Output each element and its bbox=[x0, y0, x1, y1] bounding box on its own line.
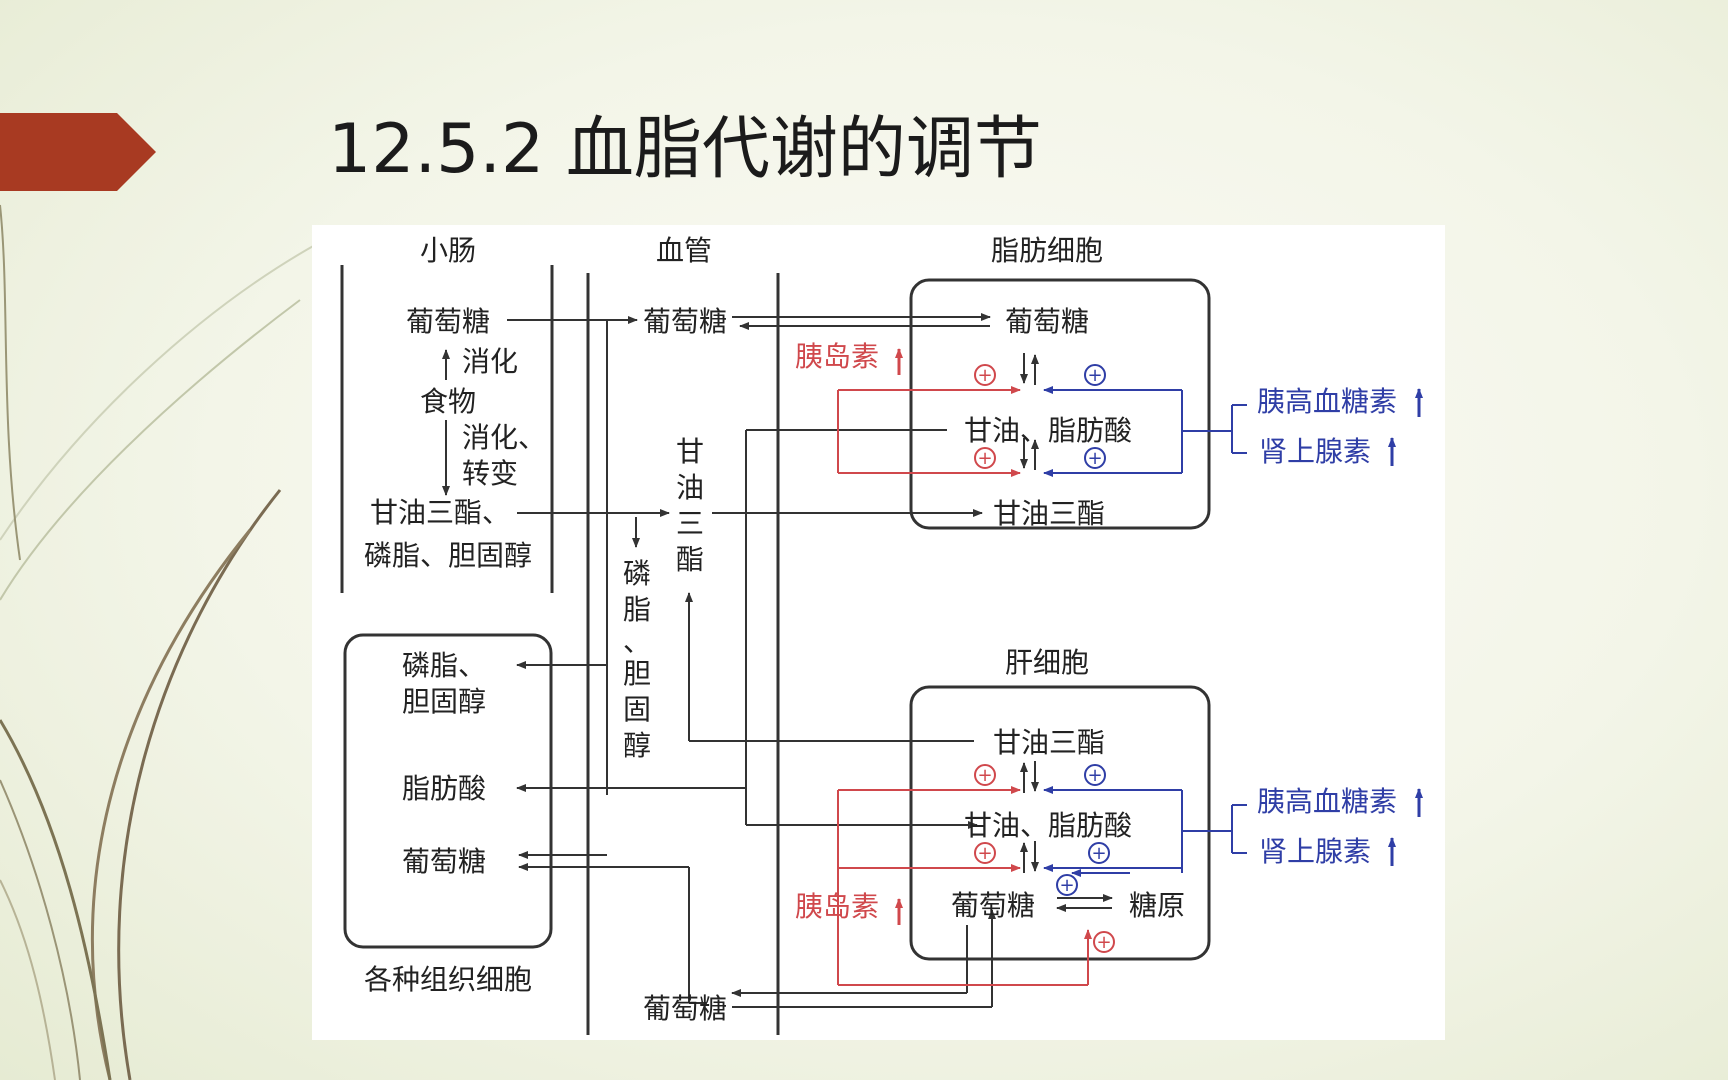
header-blood-vessel: 血管 bbox=[656, 234, 712, 267]
liver-insulin: 胰岛素 bbox=[795, 890, 879, 923]
vessel-pl-char-3: 、 bbox=[623, 625, 651, 658]
header-adipocyte: 脂肪细胞 bbox=[991, 234, 1103, 267]
plus-sign: + bbox=[1096, 932, 1111, 953]
vessel-pl-char-1: 磷 bbox=[623, 557, 651, 590]
adrenaline-label-bottom: 肾上腺素 bbox=[1259, 835, 1371, 868]
adipocyte-glucose: 葡萄糖 bbox=[1005, 305, 1089, 338]
intestine-transform-label: 转变 bbox=[462, 457, 518, 490]
adipocyte-box bbox=[909, 278, 1211, 530]
plus-sign: + bbox=[977, 448, 992, 469]
diagram-canvas: + + + + + + + + + + 小肠 血管 脂肪细胞 肝细胞 各种组织细… bbox=[340, 234, 1423, 1035]
plus-sign: + bbox=[1087, 765, 1102, 786]
intestine-digestion-label-2: 消化、 bbox=[462, 421, 546, 454]
plus-sign: + bbox=[1091, 843, 1106, 864]
plus-sign-labels: + + + + + + + + + + bbox=[977, 365, 1111, 953]
increase-arrows bbox=[895, 348, 1423, 925]
vessel-pl-char-2: 脂 bbox=[623, 593, 651, 626]
adipocyte-insulin: 胰岛素 bbox=[795, 340, 879, 373]
header-small-intestine: 小肠 bbox=[420, 234, 476, 267]
intestine-digestion-label: 消化 bbox=[462, 345, 518, 378]
plus-sign: + bbox=[1087, 365, 1102, 386]
vessel-pl-char-4: 胆 bbox=[623, 657, 651, 690]
adipocyte-glycerol-fatty-acid: 甘油、脂肪酸 bbox=[964, 414, 1132, 447]
adrenaline-label-top: 肾上腺素 bbox=[1259, 435, 1371, 468]
slide-title: 12.5.2 血脂代谢的调节 bbox=[328, 110, 1042, 189]
plus-signs bbox=[974, 364, 1115, 953]
tissue-fatty-acid: 脂肪酸 bbox=[402, 772, 486, 805]
vessel-tg-char-3: 三 bbox=[676, 507, 704, 540]
liver-glucose: 葡萄糖 bbox=[951, 889, 1035, 922]
liver-glycerol-fatty-acid: 甘油、脂肪酸 bbox=[964, 809, 1132, 842]
plus-sign: + bbox=[977, 843, 992, 864]
flow-lines bbox=[442, 313, 1113, 1008]
glucagon-label-top: 胰高血糖素 bbox=[1257, 385, 1397, 418]
lipid-regulation-diagram: + + + + + + + + + + 小肠 血管 脂肪细胞 肝细胞 各种组织细… bbox=[312, 225, 1445, 1040]
tissue-glucose: 葡萄糖 bbox=[402, 845, 486, 878]
header-hepatocyte: 肝细胞 bbox=[1005, 646, 1089, 679]
vessel-tg-char-1: 甘 bbox=[676, 435, 704, 468]
vessel-pl-char-6: 醇 bbox=[623, 729, 651, 762]
title-accent-arrow bbox=[0, 113, 156, 191]
hepatocyte-box bbox=[909, 685, 1211, 961]
glucagon-label-bottom: 胰高血糖素 bbox=[1257, 785, 1397, 818]
vessel-glucose-top: 葡萄糖 bbox=[643, 305, 727, 338]
column-borders bbox=[340, 265, 780, 1035]
vessel-tg-char-2: 油 bbox=[676, 471, 704, 504]
tissue-cholesterol: 胆固醇 bbox=[402, 685, 486, 718]
adipocyte-triglyceride: 甘油三酯 bbox=[993, 497, 1105, 530]
vessel-pl-char-5: 固 bbox=[623, 693, 651, 726]
plus-sign: + bbox=[977, 765, 992, 786]
intestine-triglyceride: 甘油三酯、 bbox=[370, 496, 510, 529]
intestine-food: 食物 bbox=[420, 385, 476, 418]
intestine-glucose: 葡萄糖 bbox=[406, 305, 490, 338]
insulin-stimulation-lines bbox=[837, 386, 1092, 986]
tissue-cells-box bbox=[343, 633, 553, 949]
vessel-tg-char-4: 酯 bbox=[676, 543, 704, 576]
vessel-glucose-bottom: 葡萄糖 bbox=[643, 992, 727, 1025]
intestine-phospholipid-cholesterol: 磷脂、胆固醇 bbox=[364, 539, 532, 572]
plus-sign: + bbox=[977, 365, 992, 386]
liver-triglyceride: 甘油三酯 bbox=[993, 726, 1105, 759]
tissue-phospholipid: 磷脂、 bbox=[402, 649, 486, 682]
plus-sign: + bbox=[1087, 448, 1102, 469]
header-tissue-cells: 各种组织细胞 bbox=[364, 963, 532, 996]
plus-sign: + bbox=[1059, 875, 1074, 896]
hormone-regulation-lines bbox=[1043, 386, 1247, 877]
liver-glycogen: 糖原 bbox=[1129, 889, 1185, 922]
